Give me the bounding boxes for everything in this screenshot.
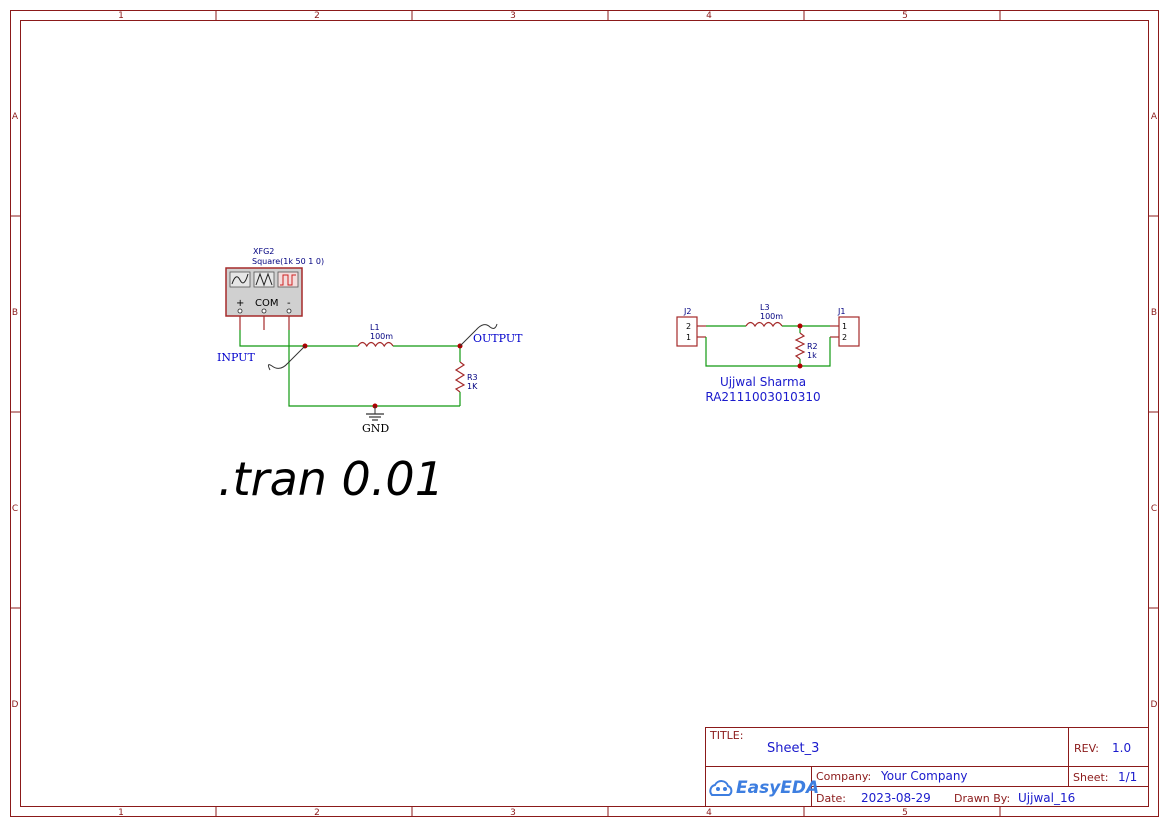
generator-plus-label: + [236,298,244,309]
resistor-r3-value: 1K [467,382,478,391]
function-generator[interactable]: XFG2 Square(1k 50 1 0) + COM - [225,247,324,317]
col-label-1-bottom: 1 [118,808,124,818]
connector-j2-pin: 1 [686,333,691,342]
row-label-d-right: D [1151,700,1158,710]
left-circuit: XFG2 Square(1k 50 1 0) + COM - [217,247,523,435]
probe-icon [267,362,289,371]
col-label-3-bottom: 3 [510,808,516,818]
company-value[interactable]: Your Company [880,769,968,783]
col-label-2-top: 2 [314,11,320,21]
connector-j2[interactable]: J2 2 1 [676,307,706,347]
connector-j2-pin: 2 [686,322,691,331]
rev-value[interactable]: 1.0 [1112,741,1131,755]
inductor-l3[interactable]: L3 100m [745,303,783,328]
col-label-1-top: 1 [118,11,124,21]
row-label-a-right: A [1151,112,1158,122]
drawn-by-value[interactable]: Ujjwal_16 [1018,791,1075,805]
generator-ref: XFG2 [253,247,274,256]
simulation-directive[interactable]: .tran 0.01 [218,452,444,506]
input-probe[interactable]: INPUT [217,345,306,371]
date-label: Date: [816,792,846,805]
connector-j1-pin: 2 [842,333,847,342]
col-label-5-top: 5 [902,11,908,21]
col-label-2-bottom: 2 [314,808,320,818]
cloud-icon [709,780,733,796]
col-label-3-top: 3 [510,11,516,21]
row-label-b-right: B [1151,308,1157,318]
ground-symbol[interactable]: GND [362,406,389,435]
resistor-r2-ref: R2 [807,342,818,351]
author-name: Ujjwal Sharma [720,375,806,389]
drawn-by-label: Drawn By: [954,792,1010,805]
connector-j2-ref: J2 [683,307,691,316]
generator-value: Square(1k 50 1 0) [252,257,324,266]
sheet-label: Sheet: [1073,771,1109,784]
resistor-r3[interactable]: R3 1K [454,361,478,393]
inductor-l1-value: 100m [370,332,393,341]
col-label-4-bottom: 4 [706,808,712,818]
company-label: Company: [816,770,871,783]
inductor-l1[interactable]: L1 100m [357,323,394,348]
author-id: RA2111003010310 [705,390,820,404]
connector-j1[interactable]: J1 1 2 [830,307,860,347]
sheet-value[interactable]: 1/1 [1118,770,1137,784]
row-label-a-left: A [12,112,19,122]
generator-com-label: COM [255,298,278,309]
sheet-frame: 1 2 3 4 5 1 2 3 4 5 A B C D A B C D [10,10,1159,818]
junction-dot [797,323,803,329]
generator-minus-label: - [287,298,291,309]
title-value[interactable]: Sheet_3 [767,741,819,756]
title-block: TITLE: Sheet_3 REV: 1.0 Company: Your Co… [705,727,1149,807]
inductor-l3-ref: L3 [760,303,770,312]
resistor-r2[interactable]: R2 1k [794,332,818,360]
inductor-l1-ref: L1 [370,323,380,332]
row-label-d-left: D [12,700,19,710]
row-label-c-left: C [12,504,18,514]
rev-label: REV: [1074,742,1099,755]
row-label-b-left: B [12,308,18,318]
inductor-l3-value: 100m [760,312,783,321]
row-label-c-right: C [1151,504,1157,514]
easyeda-logo: EasyEDA [709,778,819,798]
title-label: TITLE: [709,729,743,742]
col-label-5-bottom: 5 [902,808,908,818]
junction-dot [797,363,803,369]
output-probe[interactable]: OUTPUT [459,323,523,347]
output-probe-label: OUTPUT [473,332,523,345]
right-circuit: J2 2 1 J1 1 2 L3 100m [676,303,860,404]
connector-j1-pin: 1 [842,322,847,331]
probe-icon [475,323,498,331]
logo-text: EasyEDA [736,778,819,798]
resistor-r3-ref: R3 [467,373,478,382]
date-value[interactable]: 2023-08-29 [861,791,931,805]
ground-label: GND [362,422,389,435]
col-label-4-top: 4 [706,11,712,21]
resistor-r2-value: 1k [807,351,817,360]
connector-j1-ref: J1 [837,307,845,316]
input-probe-label: INPUT [217,351,255,364]
